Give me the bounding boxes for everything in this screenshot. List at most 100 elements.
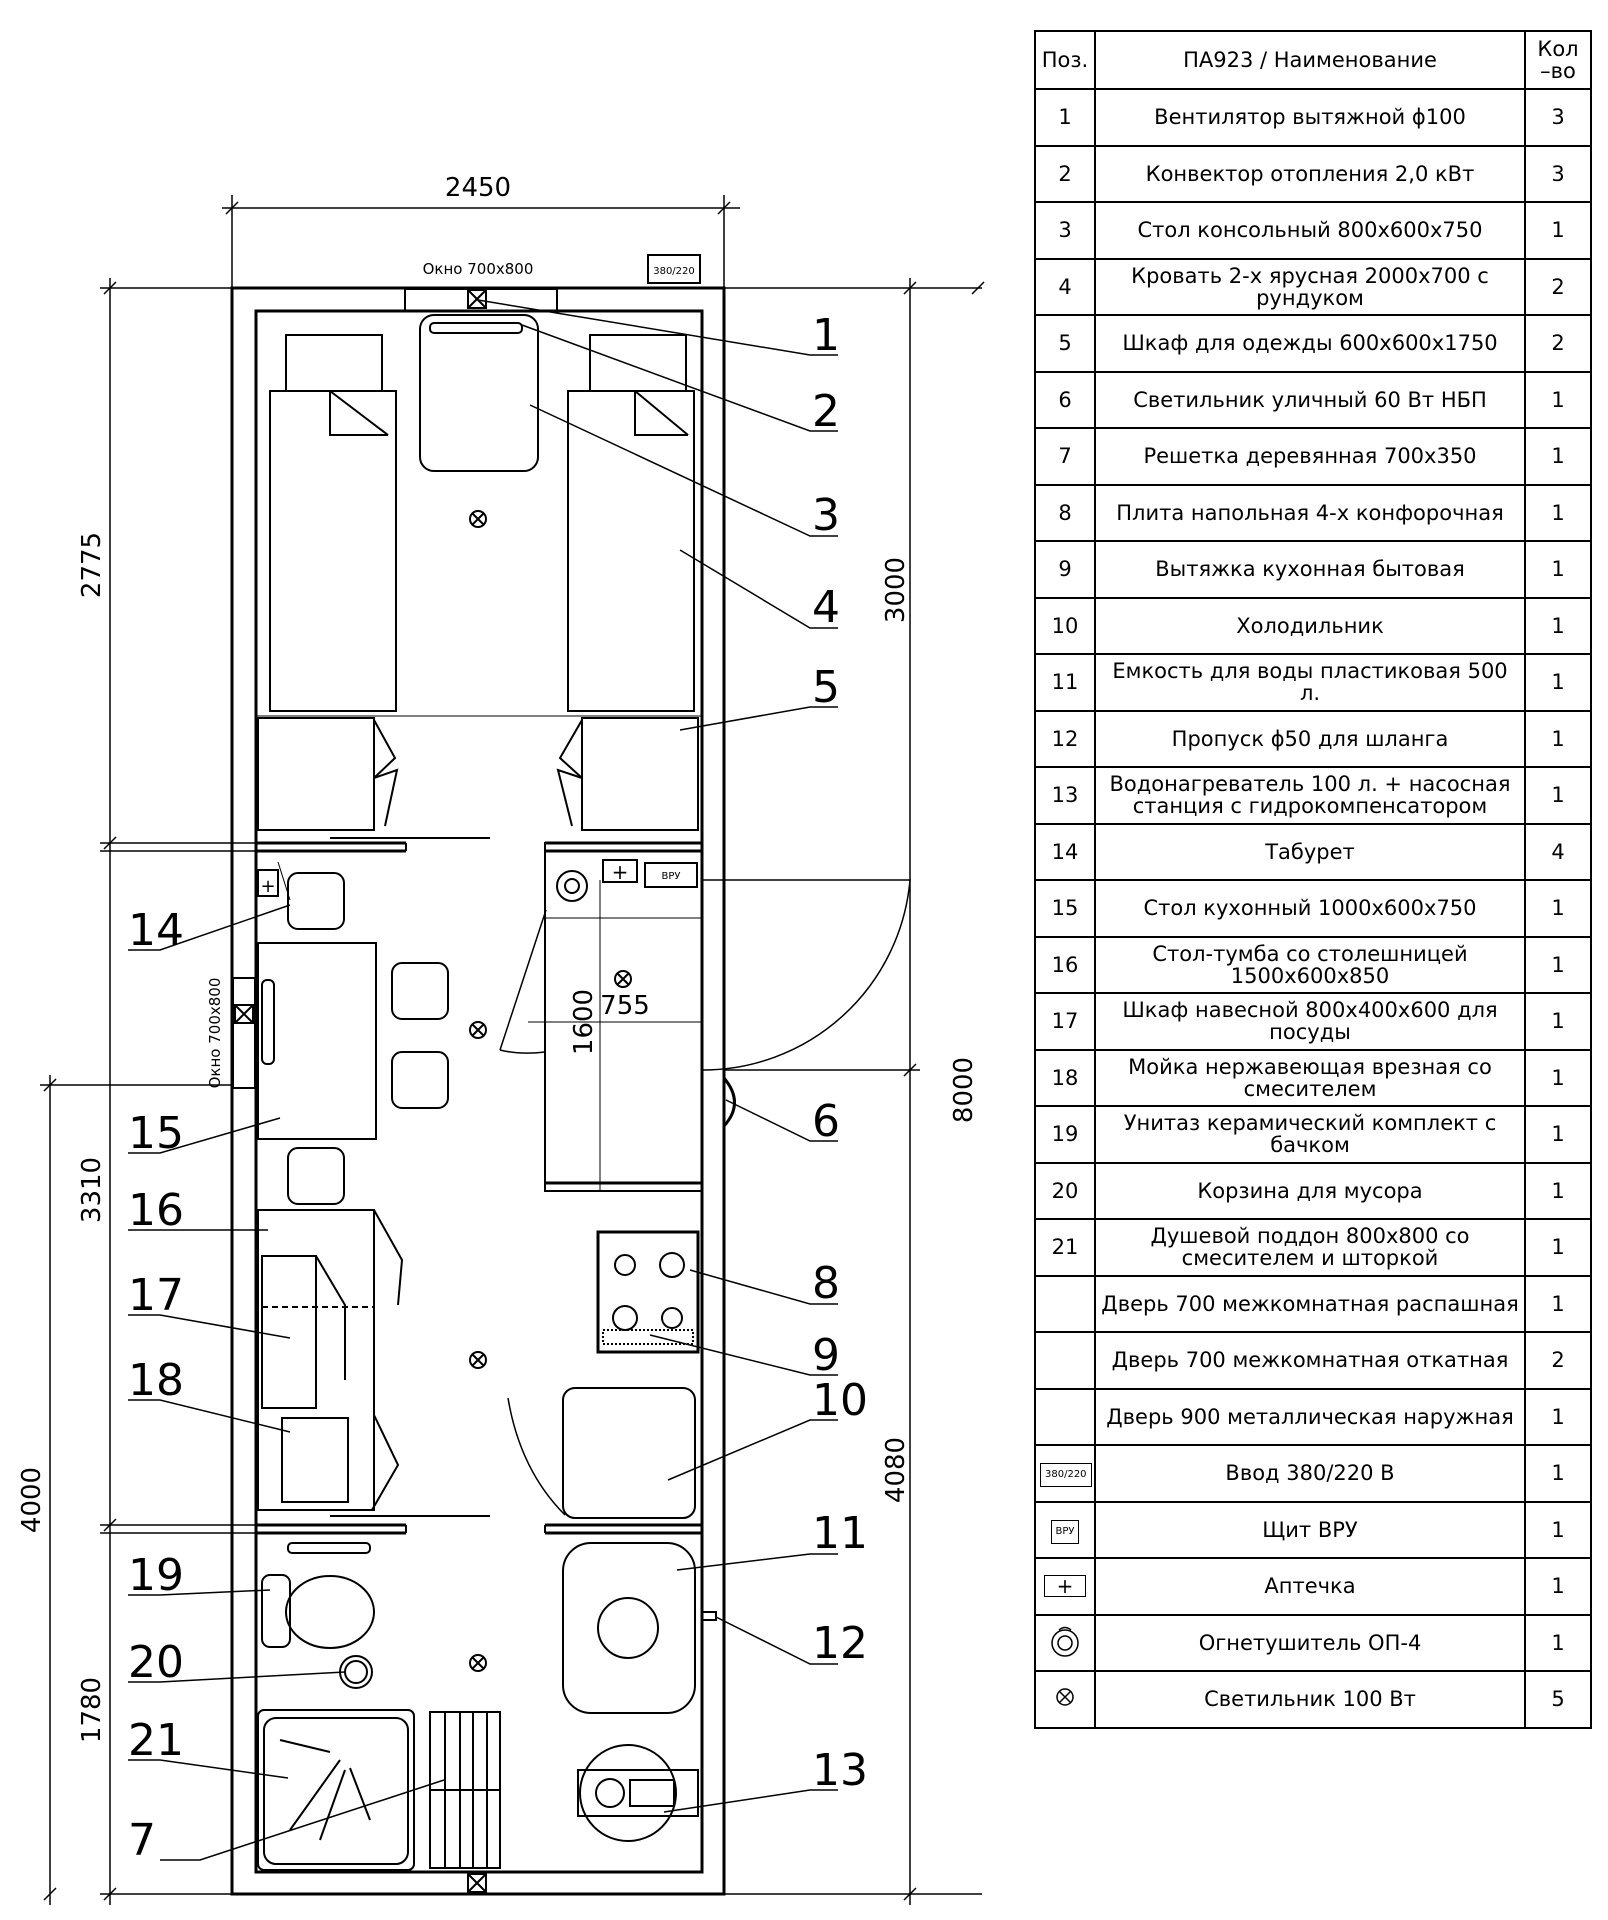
cell-pos: 11 [1034,653,1096,712]
cell-qty: 1 [1524,1557,1592,1616]
cell-name: Вытяжка кухонная бытовая [1094,540,1526,599]
stool [391,1051,449,1109]
console-table [419,314,539,472]
cell-name: Дверь 700 межкомнатная откатная [1094,1331,1526,1390]
dim-right-total: 8000 [949,1057,979,1123]
cell-name: Плита напольная 4-х конфорочная [1094,483,1526,542]
callout-2: 2 [812,386,840,437]
cell-pos [1034,1613,1096,1672]
shower-tray [257,1709,415,1871]
cell-qty: 1 [1524,1218,1592,1277]
cell-name: Светильник 100 Вт [1094,1670,1526,1729]
cell-qty: 1 [1524,540,1592,599]
dim-right-upper: 3000 [881,557,911,623]
window-left-label: Окно 700х800 [206,978,224,1089]
dim-kitchen-h: 755 [600,991,650,1021]
callout-12: 12 [812,1618,868,1669]
callout-21: 21 [128,1715,184,1766]
dim-left-mid: 3310 [77,1157,107,1223]
cell-qty: 2 [1524,1331,1592,1390]
cell-qty: 1 [1524,1274,1592,1333]
power-input-box [647,254,701,284]
cell-qty: 3 [1524,88,1592,147]
cell-name: Стол-тумба со столешницей 1500х600х850 [1094,935,1526,994]
callout-4: 4 [812,582,840,633]
cell-pos [1034,1274,1096,1333]
street-lamp [722,1077,736,1128]
cell-pos: 10 [1034,596,1096,655]
callout-7: 7 [128,1815,156,1866]
cell-name: Решетка деревянная 700х350 [1094,427,1526,486]
callout-6: 6 [812,1096,840,1147]
cell-qty: 1 [1524,596,1592,655]
cell-qty: 1 [1524,1105,1592,1164]
left-fan-icon [234,1004,254,1024]
cell-pos: 14 [1034,822,1096,881]
callout-20: 20 [128,1637,184,1688]
cell-name: Шкаф для одежды 600х600х1750 [1094,314,1526,373]
lamp-icon [614,970,632,988]
callout-19: 19 [128,1550,184,1601]
dim-width-top: 2450 [445,173,511,203]
cell-name: Шкаф навесной 800х400х600 для посуды [1094,992,1526,1051]
cell-name: Емкость для воды пластиковая 500 л. [1094,653,1526,712]
header-qty: Кол –во [1524,30,1592,90]
table-header-row: Поз. ПА923 / Наименование Кол –во [1034,30,1592,90]
cell-pos: 6 [1034,370,1096,429]
hose-pass [701,1611,717,1621]
cell-qty: 1 [1524,201,1592,260]
lamp-icon [469,1654,487,1672]
convector-top [429,322,523,334]
callout-10: 10 [812,1375,868,1426]
wardrobe-right [581,717,699,831]
cell-pos: 16 [1034,935,1096,994]
callout-16: 16 [128,1185,184,1236]
floor-plan: 2450 2775 3310 4000 1780 3000 8000 4080 … [17,173,985,1905]
cell-pos: 13 [1034,766,1096,825]
convector-kitchen [261,979,275,1065]
first-aid-box-wall [257,869,279,897]
cell-name: Табурет [1094,822,1526,881]
cell-name: Стол консольный 800х600х750 [1094,201,1526,260]
cell-pos [1034,1387,1096,1446]
cell-pos: 15 [1034,879,1096,938]
cell-qty: 1 [1524,1444,1592,1503]
wooden-grate [429,1711,501,1869]
cell-qty: 1 [1524,483,1592,542]
cell-name: Вентилятор вытяжной ϕ100 [1094,88,1526,147]
inner-wall [254,309,704,1874]
cell-name: Кровать 2-х ярусная 2000х700 с рундуком [1094,257,1526,316]
box-vru: ВРУ [1050,1519,1080,1544]
cell-pos: 19 [1034,1105,1096,1164]
cell-pos: 17 [1034,992,1096,1051]
cell-qty: 1 [1524,1048,1592,1107]
cell-qty: 2 [1524,314,1592,373]
cell-pos: 18 [1034,1048,1096,1107]
cell-pos: 12 [1034,709,1096,768]
callout-13: 13 [812,1745,868,1796]
cell-pos: ВРУ [1034,1500,1096,1559]
cell-qty: 1 [1524,766,1592,825]
first-aid-plus: + [260,876,275,897]
dim-left-upper: 2775 [77,532,107,598]
cell-qty: 2 [1524,257,1592,316]
cell-pos: 1 [1034,88,1096,147]
fridge [562,1387,696,1519]
cell-pos: 20 [1034,1161,1096,1220]
cell-pos: 7 [1034,427,1096,486]
